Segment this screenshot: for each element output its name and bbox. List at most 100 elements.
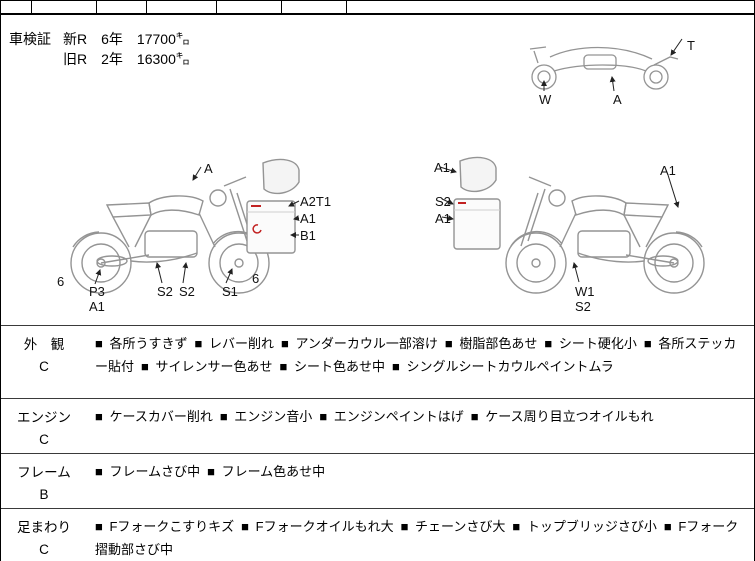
category-column: エンジン C	[1, 406, 87, 447]
square-bullet-icon: ■	[444, 336, 453, 351]
category-column: 足まわり C	[1, 516, 87, 561]
condition-items: ■ 各所うすきず ■ レバー削れ ■ アンダーカウル一部溶け ■ 樹脂部色あせ ■ シー…	[87, 333, 754, 392]
damage-code-label: W1	[575, 284, 595, 299]
condition-table: 外 観 C ■ 各所うすきず ■ レバー削れ ■ アンダーカウル一部溶け ■ 樹脂部色…	[1, 325, 754, 561]
condition-item: ■ アンダーカウル一部溶け	[280, 336, 438, 351]
damage-code-label: P3	[89, 284, 105, 299]
condition-item: ■ シングルシートカウルペイントムラ	[391, 358, 614, 374]
square-bullet-icon: ■	[400, 519, 409, 534]
shaken-old-year: 2年	[101, 51, 123, 67]
damage-code-label: A	[204, 161, 213, 176]
motorcycle-left-view-diagram	[70, 158, 300, 294]
damage-code-label: 6	[252, 271, 260, 286]
shaken-old-prefix: 旧R	[63, 51, 88, 67]
side-box-part	[246, 200, 296, 254]
condition-item: ■ レバー削れ	[194, 336, 274, 351]
damage-code-label: A1	[660, 163, 676, 178]
square-bullet-icon: ■	[241, 519, 250, 534]
category-label: 外 観	[23, 337, 65, 352]
square-bullet-icon: ■	[319, 409, 328, 424]
square-bullet-icon: ■	[544, 336, 553, 351]
motorcycle-right-view-diagram	[439, 156, 705, 294]
condition-item: ■ Fフォーク摺動部さび中	[95, 519, 739, 557]
damage-code-label: S1	[222, 284, 238, 299]
shaken-old-km: 16300㌔	[136, 51, 190, 67]
cell-divider	[31, 1, 32, 13]
condition-item: ■ 各所ステッカー貼付	[95, 336, 737, 374]
category-label: フレーム	[17, 465, 71, 480]
category-label: エンジン	[17, 410, 71, 425]
damage-code-label: A2T1	[300, 194, 332, 209]
condition-items: ■ フレームさび中■ フレーム色あせ中	[87, 461, 754, 502]
damage-code-label: A	[613, 92, 622, 107]
cell-divider	[346, 1, 347, 13]
square-bullet-icon: ■	[95, 409, 103, 424]
shaken-new-prefix: 新R	[63, 31, 88, 47]
shaken-old-line: 旧R 2年 16300㌔	[63, 49, 204, 69]
condition-item: ■ 各所うすきず	[95, 336, 188, 351]
condition-row-undercarriage: 足まわり C ■ Fフォークこすりキズ ■ Fフォークオイルもれ大 ■ チェーンさび…	[1, 508, 754, 561]
grade-badge: C	[39, 542, 49, 557]
condition-item: ■ チェーンさび大	[400, 519, 506, 534]
square-bullet-icon: ■	[663, 519, 672, 534]
grade-badge: C	[39, 359, 49, 374]
grade-badge: B	[39, 487, 49, 502]
condition-item: ■ エンジン音小	[219, 409, 313, 424]
condition-row-engine: エンジン C ■ ケースカバー削れ■ エンジン音小■ エンジンペイントはげ■ ケ…	[1, 398, 754, 453]
damage-code-label: A1	[434, 160, 450, 175]
condition-item: ■ Fフォークこすりキズ	[95, 519, 235, 534]
seat-cowl-part	[262, 158, 300, 195]
damage-code-label: A1	[300, 211, 316, 226]
damage-code-label: W	[539, 92, 552, 107]
square-bullet-icon: ■	[95, 519, 103, 534]
red-damage-mark	[252, 224, 262, 234]
square-bullet-icon: ■	[207, 464, 215, 479]
cell-divider	[281, 1, 282, 13]
condition-item: ■ トップブリッジさび小	[512, 519, 657, 534]
damage-code-label: S2	[575, 299, 591, 314]
damage-code-label: A1	[435, 211, 451, 226]
square-bullet-icon: ■	[194, 336, 203, 351]
condition-item: ■ エンジンペイントはげ	[319, 409, 464, 424]
damage-code-label: A1	[89, 299, 105, 314]
condition-item: ■ フレーム色あせ中	[207, 464, 326, 479]
shaken-title: 車検証	[9, 31, 51, 47]
condition-item: ■ 樹脂部色あせ	[444, 336, 538, 351]
condition-item: ■ Fフォークオイルもれ大	[241, 519, 394, 534]
square-bullet-icon: ■	[280, 336, 289, 351]
condition-items: ■ Fフォークこすりキズ ■ Fフォークオイルもれ大 ■ チェーンさび大 ■ トップブ…	[87, 516, 754, 561]
seat-cowl-part	[459, 156, 497, 193]
motorcycle-small-diagram	[529, 38, 683, 92]
condition-item: ■ シート色あせ中	[279, 358, 385, 374]
cell-divider	[216, 1, 217, 13]
condition-item: ■ ケース周り目立つオイルもれ	[470, 409, 654, 424]
shaken-new-year: 6年	[101, 31, 123, 47]
condition-item: ■ シート硬化小	[544, 336, 637, 351]
shaken-new-km: 17700㌔	[136, 31, 190, 47]
damage-code-label: S2	[179, 284, 195, 299]
side-box-part	[453, 198, 501, 250]
damage-code-label: B1	[300, 228, 316, 243]
condition-row-frame: フレーム B ■ フレームさび中■ フレーム色あせ中	[1, 453, 754, 508]
category-column: フレーム B	[1, 461, 87, 502]
cell-divider	[96, 1, 97, 13]
category-label: 足まわり	[17, 520, 71, 535]
grade-badge: C	[39, 432, 49, 447]
square-bullet-icon: ■	[95, 336, 103, 351]
square-bullet-icon: ■	[643, 336, 652, 351]
square-bullet-icon: ■	[95, 464, 103, 479]
shaken-new-line: 新R 6年 17700㌔	[63, 29, 204, 49]
square-bullet-icon: ■	[279, 358, 288, 374]
cell-divider	[146, 1, 147, 13]
damage-code-label: S2	[157, 284, 173, 299]
top-table-strip	[1, 1, 754, 15]
square-bullet-icon: ■	[512, 519, 521, 534]
damage-code-label: 6	[57, 274, 65, 289]
condition-item: ■ サイレンサー色あせ	[141, 358, 273, 374]
square-bullet-icon: ■	[219, 409, 228, 424]
damage-code-label: T	[687, 38, 695, 53]
condition-items: ■ ケースカバー削れ■ エンジン音小■ エンジンペイントはげ■ ケース周り目立つ…	[87, 406, 754, 447]
square-bullet-icon: ■	[141, 358, 149, 374]
square-bullet-icon: ■	[391, 358, 400, 374]
